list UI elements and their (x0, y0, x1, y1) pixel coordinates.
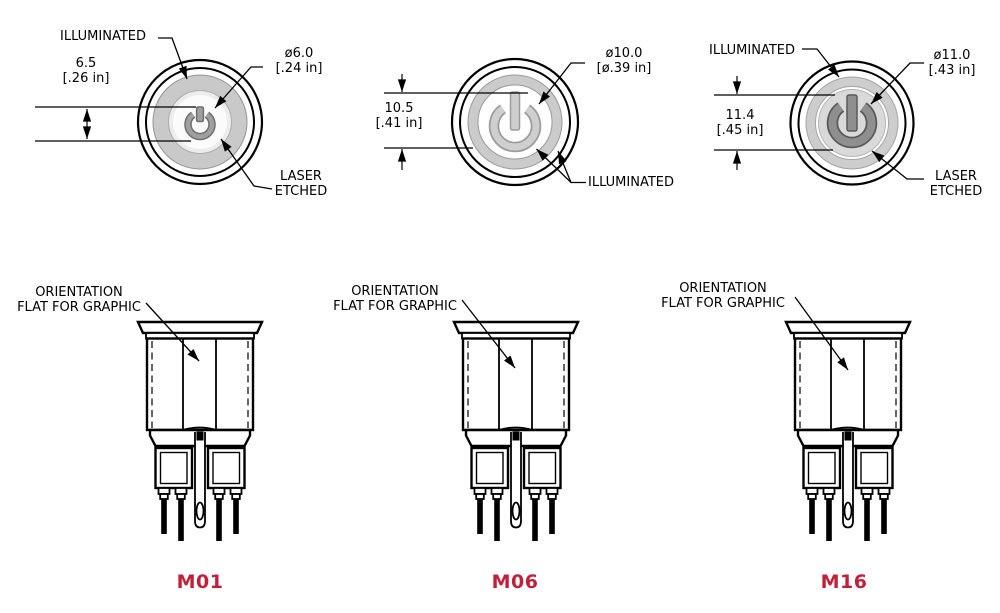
side-view-m16 (784, 296, 912, 543)
diameter-dimension-m16: ø11.0 [.43 in] (929, 48, 976, 78)
power-symbol-m01 (184, 106, 216, 141)
height-in-m06: [.41 in] (375, 116, 423, 131)
illuminated-label-m16: ILLUMINATED (708, 43, 796, 58)
diameter-leader (538, 62, 585, 105)
front-view-m06 (384, 57, 586, 187)
height-dimension-lines-m01 (35, 106, 196, 142)
diameter-leader (214, 66, 263, 109)
illuminated-leader (158, 37, 188, 80)
orientation-label-m06: ORIENTATION FLAT FOR GRAPHIC (333, 284, 457, 314)
diameter-mm-m06: ø10.0 (605, 46, 643, 61)
illuminated-label-m01: ILLUMINATED (59, 29, 147, 44)
diameter-mm-m16: ø11.0 (933, 48, 971, 63)
diameter-dimension-m06: ø10.0 [ø.39 in] (597, 46, 652, 76)
laser-etched-leader (871, 150, 924, 180)
model-label-m01: M01 (176, 571, 224, 593)
height-in-m01: [.26 in] (62, 71, 110, 86)
power-symbol-m06 (488, 91, 542, 153)
illuminated-leader (802, 48, 840, 78)
height-dimension-m16: 11.4 [.45 in] (717, 108, 764, 138)
height-dimension-lines-m06 (384, 74, 528, 170)
model-label-m06: M06 (491, 571, 539, 593)
height-in-m16: [.45 in] (716, 123, 764, 138)
diameter-in-m16: [.43 in] (928, 63, 976, 78)
height-dimension-m01: 6.5 [.26 in] (63, 56, 110, 86)
illuminated-label-m06: ILLUMINATED (588, 175, 675, 190)
front-view-m01 (35, 37, 273, 190)
diameter-in-m06: [ø.39 in] (596, 61, 652, 76)
diameter-dimension-m01: ø6.0 [.24 in] (276, 46, 323, 76)
orientation-leader (145, 302, 200, 362)
laser-etched-leader (220, 138, 273, 190)
model-label-m16: M16 (820, 571, 868, 593)
side-view-m06 (452, 299, 580, 543)
height-mm-m01: 6.5 (75, 56, 97, 71)
leader-lines-m01 (158, 37, 273, 190)
leader-lines-m16 (802, 48, 924, 180)
height-dimension-m06: 10.5 [.41 in] (376, 101, 423, 131)
orientation-leader (461, 299, 516, 369)
illuminated-leader-b (557, 150, 572, 183)
front-view-m16 (714, 48, 924, 186)
height-dimension-lines-m16 (714, 76, 835, 170)
leader-lines-m06 (536, 62, 586, 184)
orientation-label-m01: ORIENTATION FLAT FOR GRAPHIC (17, 285, 141, 315)
orientation-label-m16: ORIENTATION FLAT FOR GRAPHIC (661, 281, 785, 311)
diameter-mm-m01: ø6.0 (284, 46, 314, 61)
diameter-in-m01: [.24 in] (275, 61, 323, 76)
laser-etched-label-m16: LASER ETCHED (929, 169, 983, 199)
diameter-leader (870, 62, 924, 105)
height-mm-m16: 11.4 (725, 108, 755, 123)
orientation-leader (794, 296, 849, 371)
power-symbol-m16 (826, 94, 878, 149)
laser-etched-label-m01: LASER ETCHED (274, 169, 328, 199)
side-view-m01 (136, 302, 264, 543)
height-mm-m06: 10.5 (384, 101, 414, 116)
